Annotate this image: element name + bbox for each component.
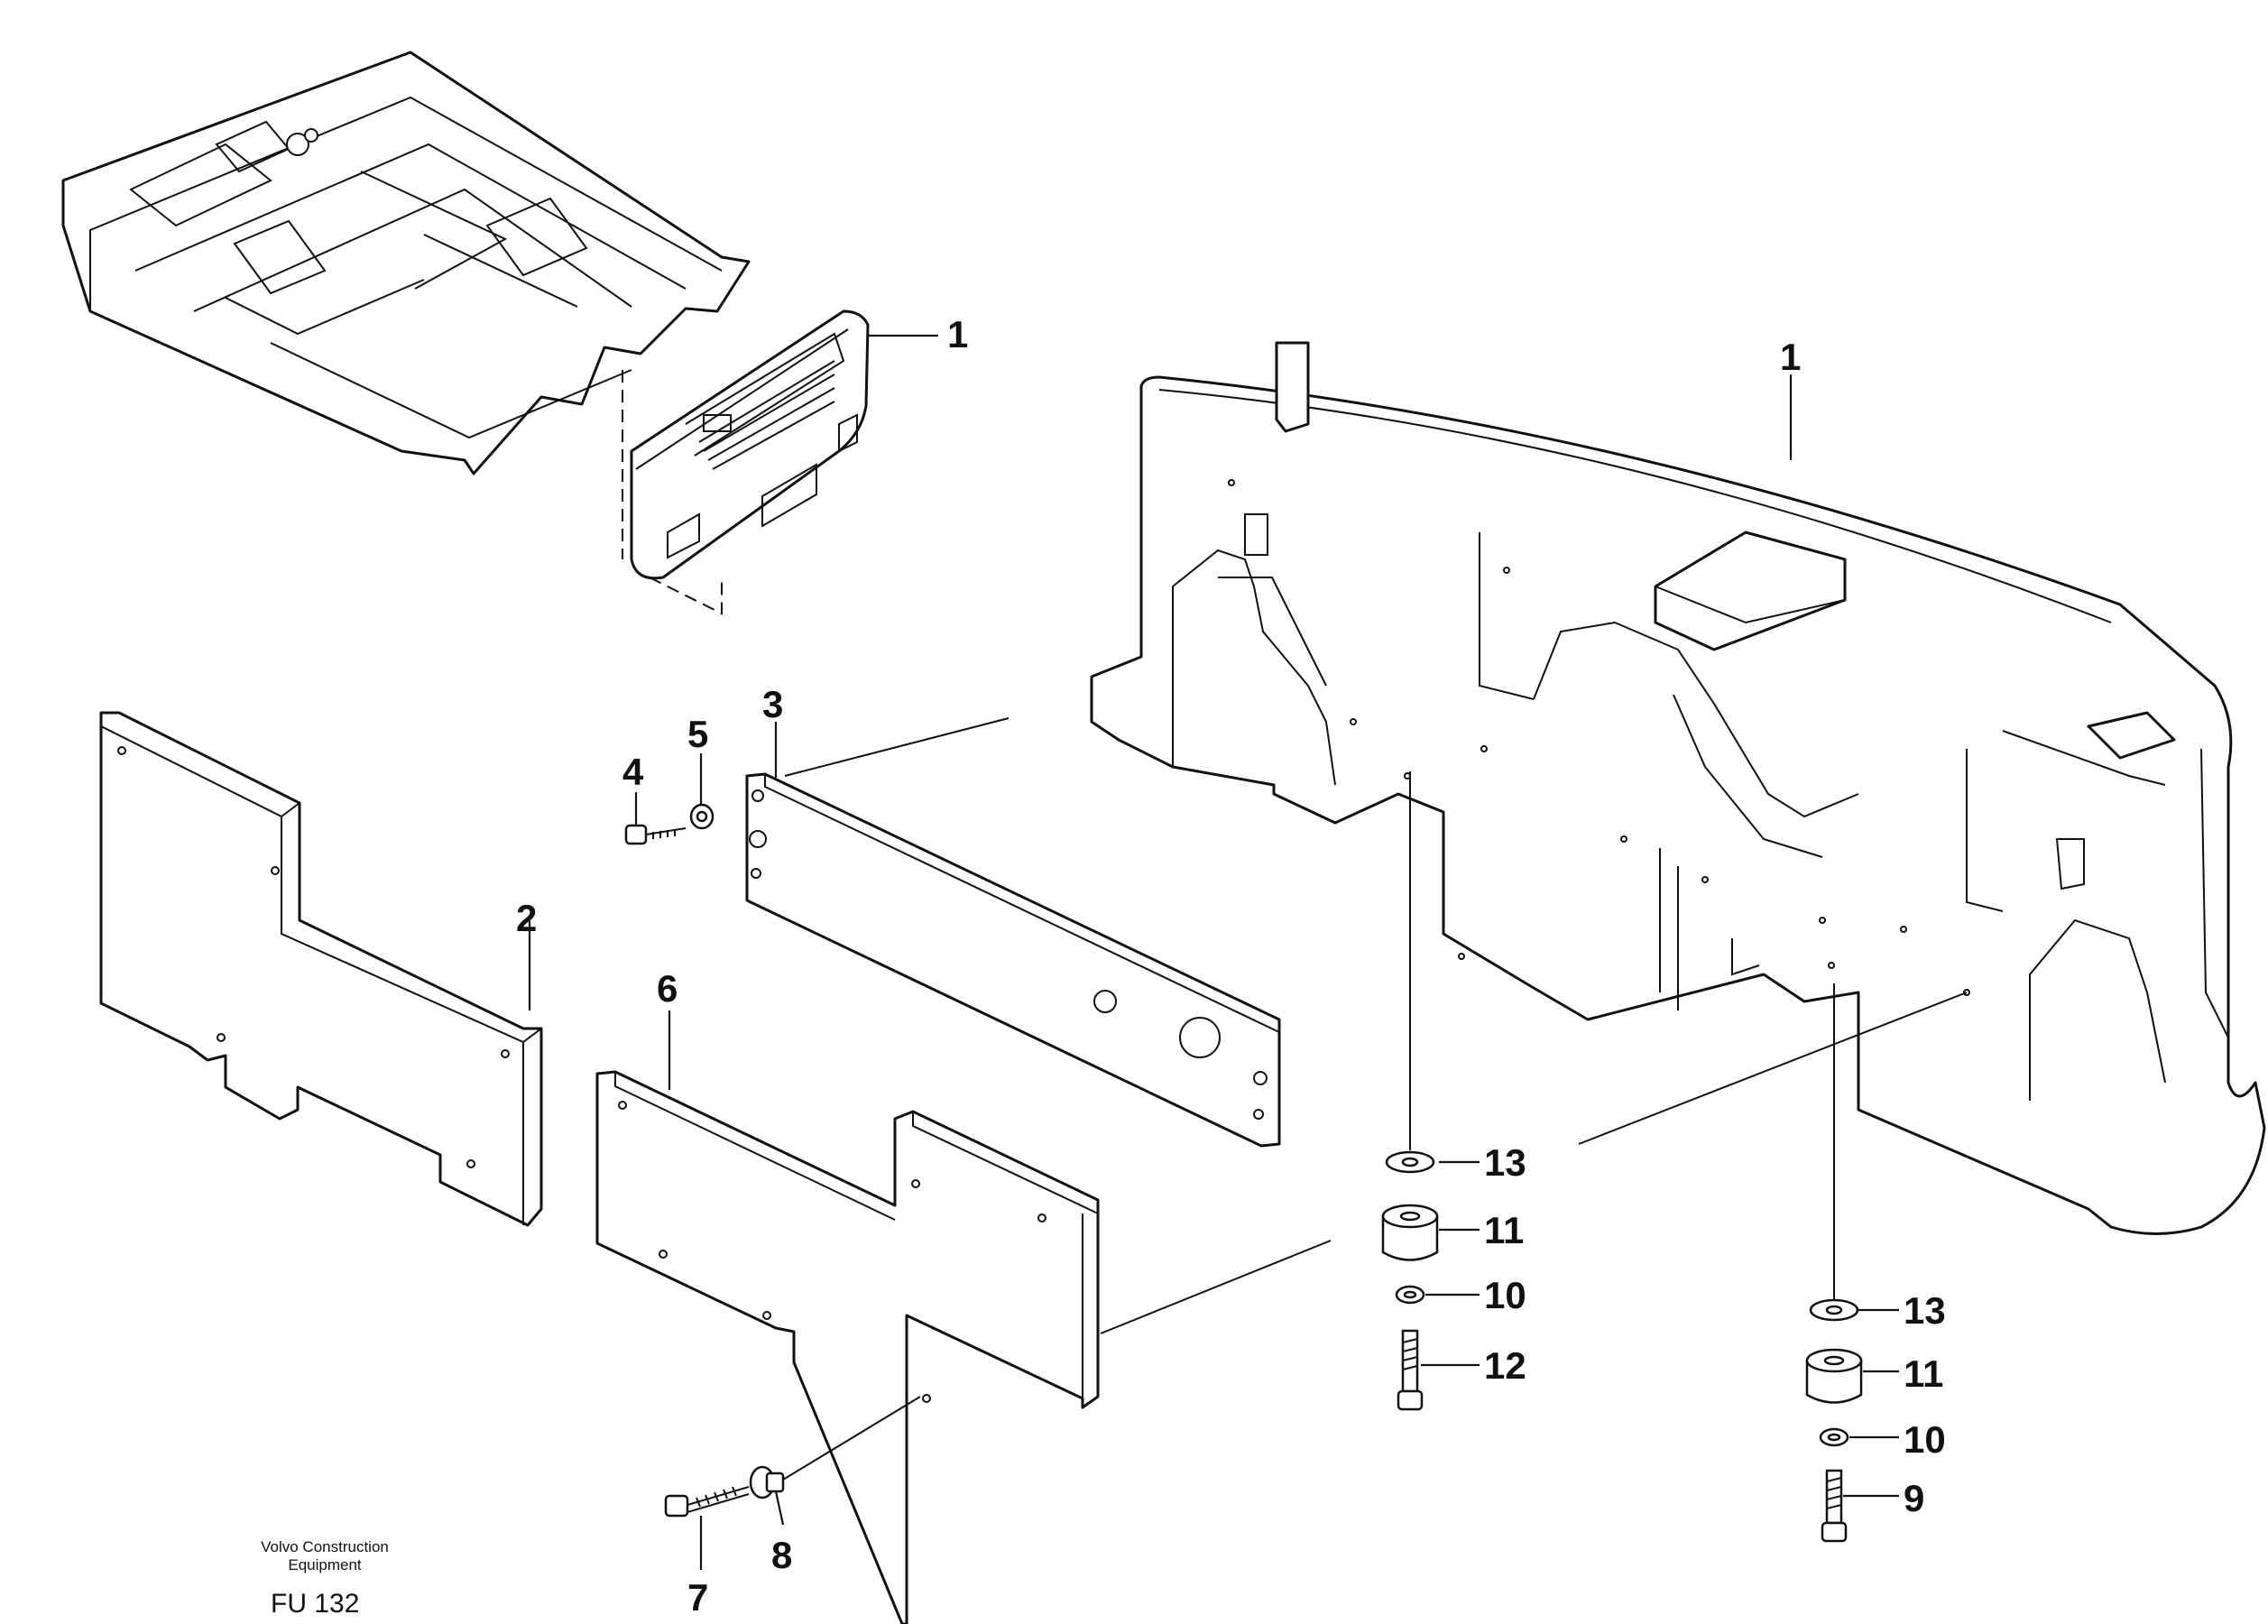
weight-plate-2 (99, 711, 543, 1227)
callout-11-left: 11 (1484, 1209, 1524, 1251)
upper-frame (61, 51, 751, 475)
callout-10-left: 10 (1484, 1274, 1526, 1316)
callout-labels: 1 1 2 3 4 5 6 7 8 9 10 10 11 11 12 13 13 (516, 313, 1946, 1619)
callout-9: 9 (1904, 1477, 1924, 1519)
callout-10-right: 10 (1904, 1418, 1946, 1461)
callout-11-right: 11 (1904, 1352, 1943, 1395)
rubber-mount-11a (1381, 1214, 1439, 1261)
callout-7: 7 (687, 1576, 708, 1619)
callout-1-top: 1 (947, 313, 968, 355)
callout-1-right: 1 (1780, 336, 1801, 378)
callout-6: 6 (657, 967, 678, 1010)
mounting-bar-3 (745, 772, 1281, 1148)
counterweight-small (622, 309, 870, 615)
counterweight-large (1090, 341, 2266, 1235)
weight-plate-6 (595, 1070, 1100, 1624)
company-name-line2: Equipment (288, 1556, 362, 1573)
callout-8: 8 (771, 1534, 792, 1576)
mount-stack-left (1381, 1150, 1439, 1411)
figure-code: FU 132 (271, 1589, 359, 1619)
callout-2: 2 (516, 897, 537, 939)
mount-stack-right (1805, 1298, 1863, 1543)
bolt-7 (664, 1486, 750, 1518)
callout-3: 3 (762, 683, 783, 725)
footer: Volvo Construction Equipment FU 132 (261, 1538, 389, 1619)
leader-lines (528, 334, 1968, 1570)
callout-13-right: 13 (1904, 1289, 1946, 1332)
callout-13-left: 13 (1484, 1141, 1526, 1184)
bolt-4 (624, 824, 687, 845)
company-name-line1: Volvo Construction (261, 1538, 389, 1555)
callout-12: 12 (1484, 1344, 1526, 1387)
callout-5: 5 (687, 713, 708, 755)
washer-8 (749, 1465, 785, 1499)
washer-5 (689, 803, 715, 830)
callout-4: 4 (622, 751, 644, 793)
